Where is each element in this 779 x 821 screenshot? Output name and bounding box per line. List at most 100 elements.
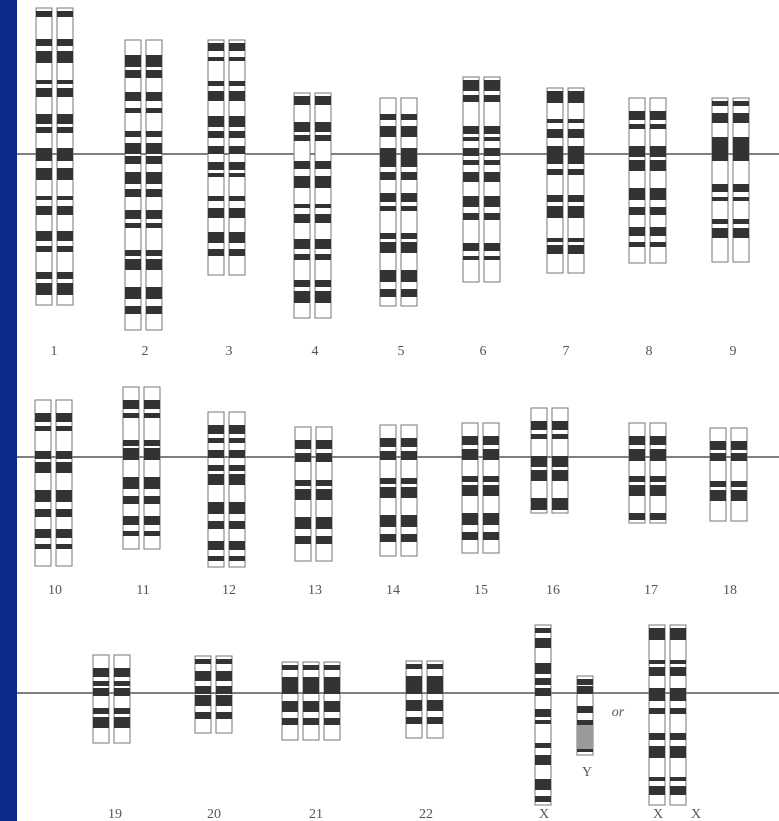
chromosome-5-copy-1 [380,98,396,306]
chromosome-band [568,195,584,202]
chromosome-band [36,283,52,295]
centromere [649,688,665,696]
chromosome-19-copy-1 [93,655,109,743]
centromere [380,148,396,156]
centromere [629,453,645,461]
chromosome-band [229,474,245,485]
chromosome-band [531,498,547,510]
chromosome-band [484,95,500,102]
chromosome-band [56,490,72,502]
chromosome-band [93,708,109,714]
chromosome-band [629,242,645,247]
chromosome-band [535,628,551,633]
chromosome-band [380,155,396,167]
chromosome-band [568,238,584,242]
chromosome-band [125,70,141,78]
chromosome-outline [629,98,645,263]
chromosome-band [208,57,224,61]
centromere [208,146,224,154]
chromosome-band [216,695,232,706]
chromosome-band [208,208,224,218]
chromosome-4-copy-2 [315,93,331,318]
chromosome-band [146,131,162,137]
chromosome-band [114,717,130,728]
chromosome-band [670,660,686,664]
chromosome-band [93,681,109,686]
chromosome-22-copy-2 [427,661,443,738]
chromosome-band [712,137,728,148]
chromosome-xx-copy-2 [670,625,686,805]
chromosome-band [463,80,479,91]
chromosome-band [146,172,162,184]
chromosome-band [294,135,310,141]
chromosome-band [552,470,568,481]
chromosome-band [56,413,72,422]
chromosome-band [670,708,686,714]
chromosome-band [303,701,319,712]
chromosome-label-y: Y [582,765,592,780]
chromosome-band [57,39,73,46]
chromosome-band [294,204,310,208]
chromosome-label-xx-1: X [653,807,663,821]
centromere [282,686,298,694]
chromosome-band [146,223,162,228]
chromosome-band [401,515,417,527]
chromosome-band [56,426,72,431]
chromosome-band [547,154,563,164]
chromosome-7-copy-1 [547,88,563,273]
chromosome-band [380,270,396,282]
chromosome-band [36,80,52,84]
chromosome-label-5: 5 [398,344,405,359]
chromosome-band [670,667,686,676]
chromosome-y [577,676,593,755]
chromosome-band [57,246,73,252]
chromosome-band [229,162,245,170]
chromosome-20-copy-2 [216,656,232,733]
chromosome-band [629,476,645,482]
chromosome-band [568,169,584,175]
centromere [462,452,478,460]
chromosome-band [316,489,332,500]
chromosome-band [463,160,479,165]
chromosome-band [125,189,141,197]
chromosome-band [114,668,130,677]
chromosome-band [123,477,139,489]
centromere [629,146,645,154]
chromosome-band [531,421,547,430]
centromere [324,686,340,694]
centromere [401,452,417,460]
chromosome-band [229,196,245,201]
chromosome-band [229,173,245,177]
chromosome-band [146,189,162,197]
chromosome-band [57,231,73,241]
chromosome-band [57,168,73,180]
chromosome-band [670,777,686,781]
chromosome-10-copy-2 [56,400,72,566]
chromosome-8-copy-1 [629,98,645,263]
chromosome-band [303,718,319,725]
chromosome-band [295,536,311,544]
chromosome-band [629,513,645,520]
chromosome-5-copy-2 [401,98,417,306]
chromosome-outline [35,400,51,566]
centromere [484,148,500,156]
chromosome-x [535,625,551,805]
chromosome-band [208,91,224,101]
centromere [380,452,396,460]
chromosome-band [629,207,645,215]
chromosome-band [380,114,396,120]
chromosome-band [229,465,245,471]
chromosome-band [380,487,396,498]
chromosome-band [146,259,162,270]
chromosome-band [650,485,666,496]
centromere [316,454,332,462]
chromosome-band [670,786,686,795]
chromosome-outline [56,400,72,566]
chromosome-label-20: 20 [207,807,221,821]
chromosome-band [401,233,417,239]
chromosome-band [535,796,551,802]
chromosome-band [731,481,747,487]
centromere [552,456,568,464]
chromosome-band [195,695,211,706]
chromosome-band [282,677,298,687]
